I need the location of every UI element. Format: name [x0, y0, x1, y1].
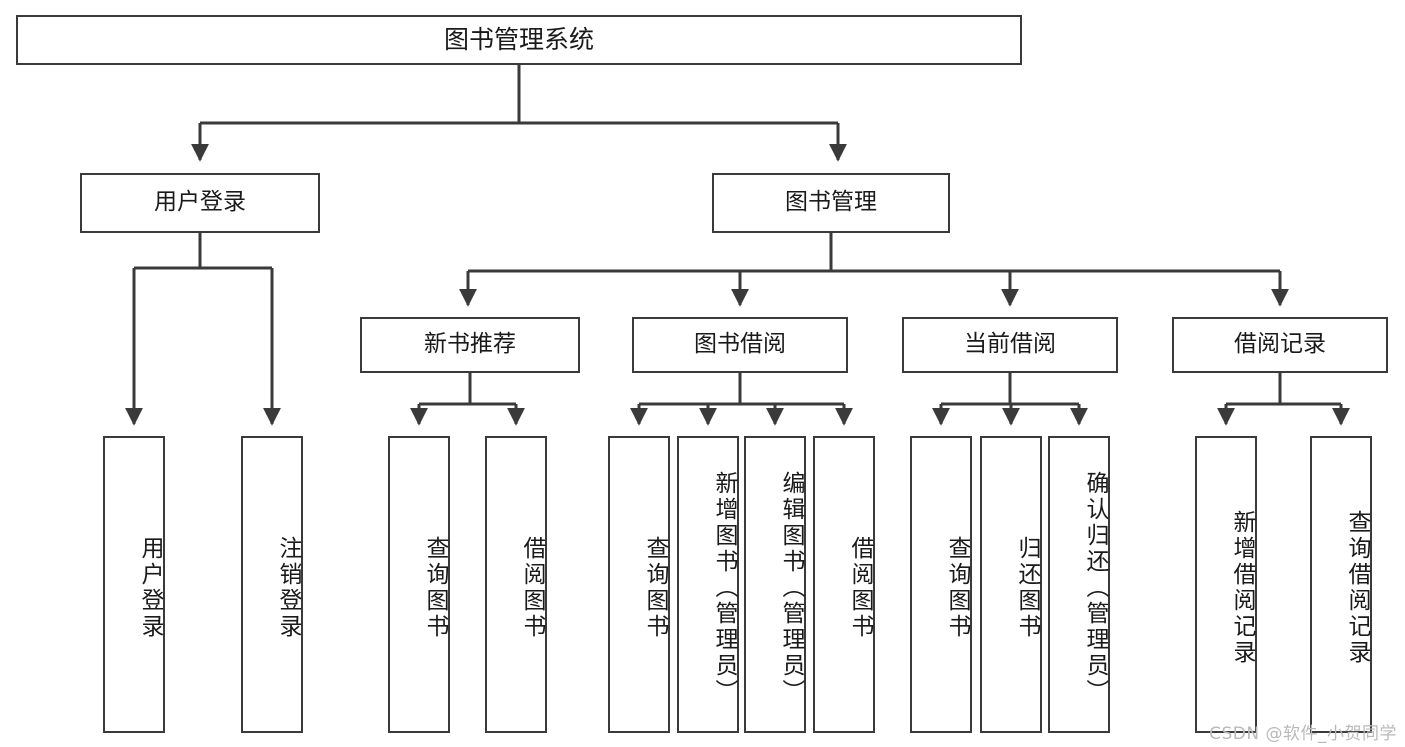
- node-user-login[interactable]: 用户登录: [80, 173, 320, 233]
- leaf-return-book[interactable]: 归还图书: [980, 436, 1042, 733]
- leaf-query-book-recommend[interactable]: 查询图书: [388, 436, 450, 733]
- leaf-user-logout[interactable]: 注销登录: [241, 436, 303, 733]
- csdn-watermark: CSDN @软件_小贺同学: [1209, 724, 1397, 744]
- node-current-borrow[interactable]: 当前借阅: [902, 317, 1118, 373]
- leaf-query-book-current[interactable]: 查询图书: [910, 436, 972, 733]
- node-book-management[interactable]: 图书管理: [712, 173, 950, 233]
- leaf-borrow-book[interactable]: 借阅图书: [813, 436, 875, 733]
- leaf-add-book-admin[interactable]: 新增图书（管理员）: [677, 436, 739, 733]
- node-borrow-record[interactable]: 借阅记录: [1172, 317, 1388, 373]
- node-new-book-recommend[interactable]: 新书推荐: [360, 317, 580, 373]
- node-book-borrow[interactable]: 图书借阅: [632, 317, 848, 373]
- leaf-query-borrow-record[interactable]: 查询借阅记录: [1310, 436, 1372, 733]
- leaf-add-borrow-record[interactable]: 新增借阅记录: [1195, 436, 1257, 733]
- leaf-edit-book-admin[interactable]: 编辑图书（管理员）: [744, 436, 806, 733]
- leaf-user-login[interactable]: 用户登录: [103, 436, 165, 733]
- node-root[interactable]: 图书管理系统: [16, 15, 1022, 65]
- leaf-query-book-borrow[interactable]: 查询图书: [608, 436, 670, 733]
- leaf-borrow-book-recommend[interactable]: 借阅图书: [485, 436, 547, 733]
- leaf-confirm-return-admin[interactable]: 确认归还（管理员）: [1048, 436, 1110, 733]
